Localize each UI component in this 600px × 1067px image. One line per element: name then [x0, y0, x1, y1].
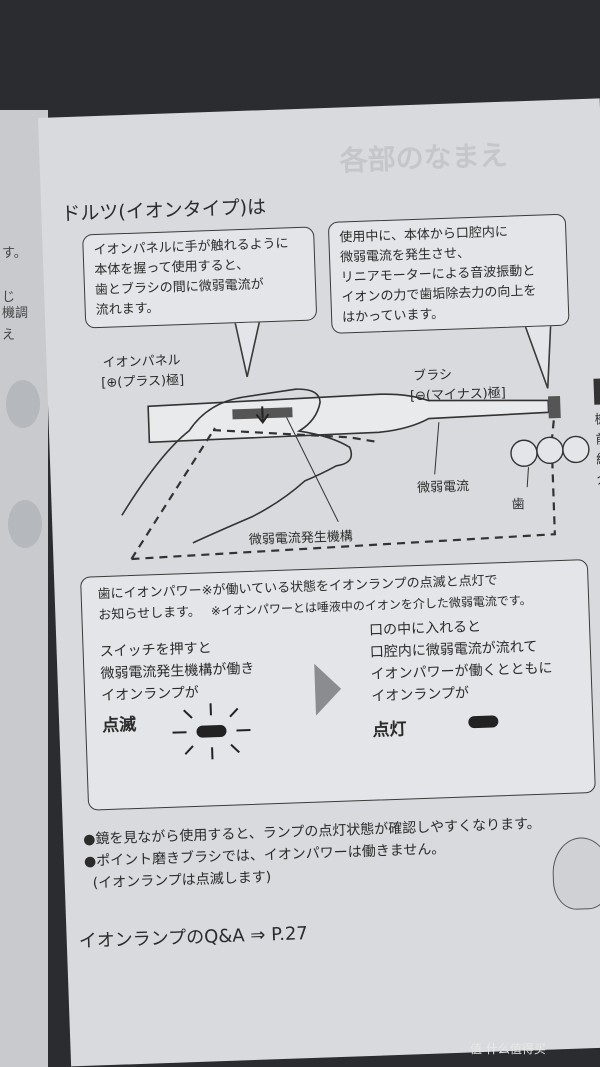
toothbrush-diagram — [121, 322, 590, 561]
left-page-fragment: す。 — [2, 246, 27, 261]
side-tab-char: 給 — [596, 452, 600, 468]
avatar — [8, 500, 42, 548]
arrow-right-icon — [314, 663, 342, 716]
faded-section-header: 各部のなまえ — [339, 138, 509, 178]
weak-current-label: 微弱電流 — [416, 479, 470, 496]
blink-state-label: 点滅 — [101, 714, 137, 737]
left-page-fragment: 機調 — [2, 306, 29, 321]
leader-line — [434, 422, 440, 475]
avatar — [6, 380, 40, 428]
brush-pole-label: [⊖(マイナス)極] — [409, 385, 507, 405]
lit-lamp-icon — [468, 715, 499, 729]
ion-panel-pole-label: [⊕(プラス)極] — [101, 373, 185, 391]
left-page-fragment: じ — [2, 290, 16, 305]
side-tab-char: 前 — [595, 432, 600, 448]
generator-label: 微弱電流発生機構 — [248, 529, 354, 548]
ion-lamp-info-box: 歯にイオンパワー※が働いている状態をイオンランプの点滅と点灯で お知らせします。… — [80, 559, 596, 811]
tooth-icon — [536, 436, 564, 465]
watermark: 值 什么值得买 — [470, 1042, 546, 1056]
brush-bristles — [548, 395, 561, 419]
current-loop — [130, 412, 556, 561]
manual-page: 各部のなまえ ドルツ(イオンタイプ)は イオンパネルに手が触れるように 本体を握… — [38, 98, 600, 1067]
bubble-tail — [524, 326, 552, 389]
leader-line — [286, 417, 339, 522]
blinking-lamp-icon — [172, 703, 251, 760]
blink-description: スイッチを押すと 微弱電流発生機構が働き イオンランプが — [99, 636, 255, 707]
tooth-icon — [510, 439, 538, 467]
ion-panel-label: イオンパネル — [102, 353, 181, 371]
brush-label: ブラシ — [412, 367, 453, 385]
side-tab-marker — [593, 378, 600, 405]
mascot-character — [551, 836, 600, 911]
section-heading: ドルツ(イオンタイプ)は — [60, 196, 267, 226]
side-tab-char: 介 — [596, 472, 600, 488]
usage-notes: ●鏡を見ながら使用すると、ランプの点灯状態が確認しやすくなります。 ●ポイント磨… — [83, 813, 543, 895]
down-arrow-icon — [255, 406, 270, 425]
left-page-edge: す。 じ 機調 え — [0, 110, 48, 1067]
ion-lamp-qa-link[interactable]: イオンランプのQ&A ⇒ P.27 — [78, 923, 309, 953]
light-description: 口の中に入れると 口腔内に微弱電流が流れて イオンパワーが働くとともに イオンラ… — [369, 613, 554, 707]
info-intro-line: お知らせします。 — [98, 604, 202, 624]
bubble-tail — [234, 322, 261, 378]
light-state-label: 点灯 — [372, 719, 407, 741]
tooth-icon — [562, 435, 590, 464]
side-tab-char: 機 — [594, 412, 600, 428]
left-page-fragment: え — [2, 328, 16, 343]
leader-line — [526, 467, 529, 488]
tooth-label: 歯 — [511, 497, 526, 513]
